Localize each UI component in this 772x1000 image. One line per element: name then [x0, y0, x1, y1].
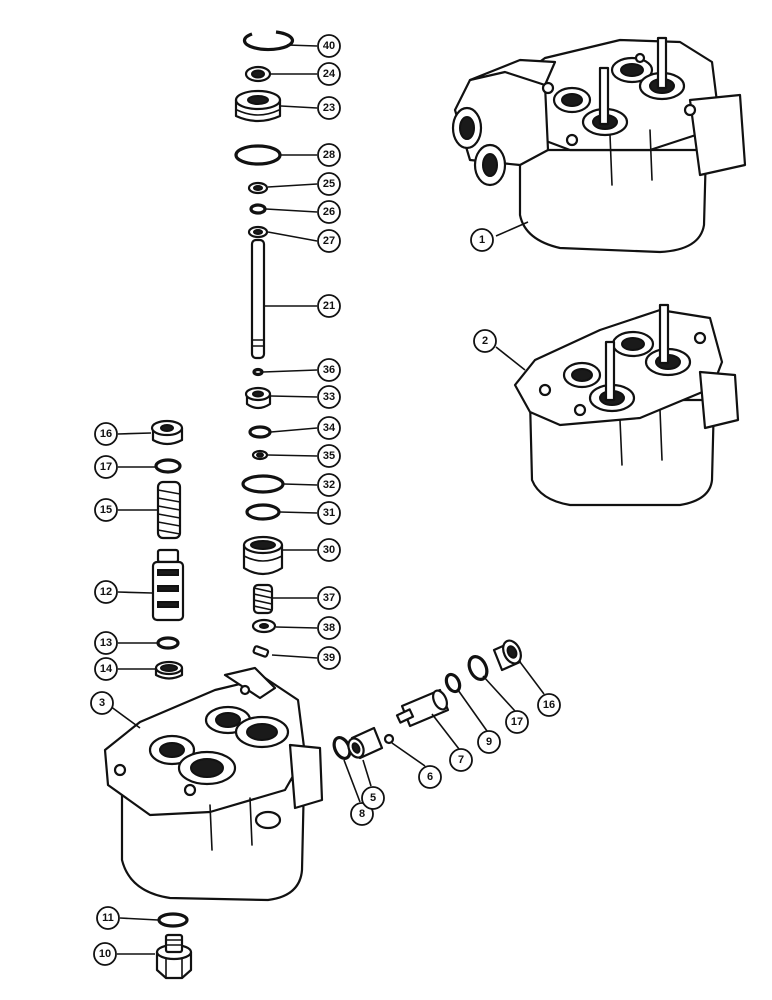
svg-text:1: 1 — [479, 234, 485, 246]
callout-39: 39 — [317, 646, 341, 670]
svg-text:5: 5 — [370, 792, 376, 804]
callout-36: 36 — [317, 358, 341, 382]
callout-32: 32 — [317, 473, 341, 497]
svg-text:16: 16 — [543, 699, 555, 711]
housing-3-body — [103, 666, 324, 902]
housing-1-assembled — [451, 36, 747, 254]
callout-1: 1 — [470, 228, 494, 252]
callout-31: 31 — [317, 501, 341, 525]
svg-text:9: 9 — [486, 736, 492, 748]
svg-text:21: 21 — [323, 300, 335, 312]
svg-text:35: 35 — [323, 450, 335, 462]
callout-21: 21 — [317, 294, 341, 318]
callout-17-left: 17 — [94, 455, 118, 479]
svg-text:27: 27 — [323, 235, 335, 247]
svg-text:38: 38 — [323, 622, 335, 634]
svg-text:17: 17 — [511, 716, 523, 728]
center-part-stack — [234, 30, 295, 658]
callout-30: 30 — [317, 538, 341, 562]
callout-7: 7 — [449, 748, 473, 772]
svg-text:23: 23 — [323, 102, 335, 114]
svg-text:2: 2 — [482, 335, 488, 347]
svg-text:7: 7 — [458, 754, 464, 766]
callout-23: 23 — [317, 96, 341, 120]
svg-text:26: 26 — [323, 206, 335, 218]
callout-15: 15 — [94, 498, 118, 522]
svg-text:25: 25 — [323, 178, 335, 190]
svg-text:28: 28 — [323, 149, 335, 161]
callout-24: 24 — [317, 62, 341, 86]
callout-37: 37 — [317, 586, 341, 610]
callout-12: 12 — [94, 580, 118, 604]
callout-17-right: 17 — [505, 710, 529, 734]
svg-text:37: 37 — [323, 592, 335, 604]
left-part-stack — [150, 419, 185, 680]
svg-text:13: 13 — [100, 637, 112, 649]
bottom-part-stack — [155, 912, 193, 980]
callout-26: 26 — [317, 200, 341, 224]
svg-text:15: 15 — [100, 504, 112, 516]
callout-28: 28 — [317, 143, 341, 167]
leader-lines — [109, 44, 545, 955]
svg-text:3: 3 — [99, 697, 105, 709]
housing-2-top-plate — [513, 303, 740, 507]
callout-25: 25 — [317, 172, 341, 196]
callout-3: 3 — [90, 691, 114, 715]
callout-33: 33 — [317, 385, 341, 409]
svg-text:8: 8 — [359, 808, 365, 820]
svg-text:32: 32 — [323, 479, 335, 491]
svg-text:12: 12 — [100, 586, 112, 598]
svg-text:40: 40 — [323, 40, 335, 52]
svg-text:6: 6 — [427, 771, 433, 783]
callout-9: 9 — [477, 730, 501, 754]
callout-6: 6 — [418, 765, 442, 789]
callout-2: 2 — [473, 329, 497, 353]
callout-40: 40 — [317, 34, 341, 58]
svg-text:34: 34 — [323, 422, 336, 434]
svg-text:31: 31 — [323, 507, 335, 519]
callout-16-right: 16 — [537, 693, 561, 717]
callout-13: 13 — [94, 631, 118, 655]
svg-text:24: 24 — [323, 68, 336, 80]
callout-14: 14 — [94, 657, 118, 681]
svg-text:17: 17 — [100, 461, 112, 473]
callout-27: 27 — [317, 229, 341, 253]
svg-text:33: 33 — [323, 391, 335, 403]
callout-35: 35 — [317, 444, 341, 468]
callout-5: 5 — [361, 786, 385, 810]
callout-10: 10 — [93, 942, 117, 966]
svg-text:30: 30 — [323, 544, 335, 556]
callout-16-left: 16 — [94, 422, 118, 446]
snap-ring-40 — [242, 30, 295, 52]
svg-text:36: 36 — [323, 364, 335, 376]
svg-text:10: 10 — [99, 948, 111, 960]
callout-11: 11 — [96, 906, 120, 930]
callout-34: 34 — [317, 416, 341, 440]
diagonal-part-stack — [332, 639, 522, 760]
svg-text:14: 14 — [100, 663, 113, 675]
callout-38: 38 — [317, 616, 341, 640]
svg-text:11: 11 — [102, 912, 114, 924]
svg-text:16: 16 — [100, 428, 112, 440]
svg-text:39: 39 — [323, 652, 335, 664]
